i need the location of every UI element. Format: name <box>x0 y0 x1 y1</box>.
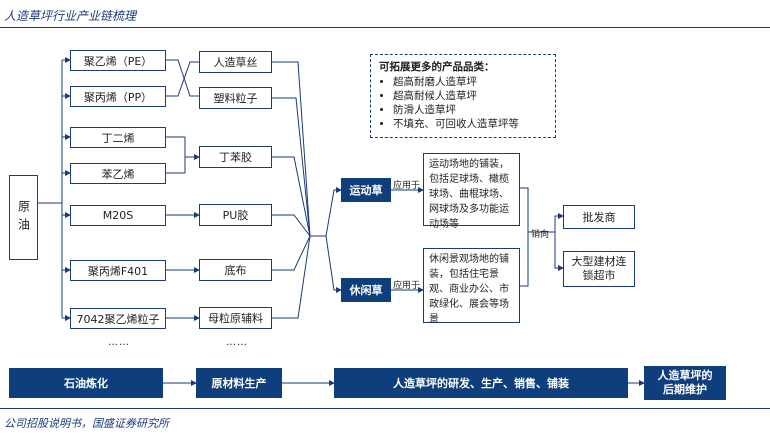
material-box-pe: 聚乙烯（PE） <box>70 50 166 71</box>
component-box-plastic-pellets: 塑料粒子 <box>199 87 272 109</box>
flow-step-maintenance: 人造草坪的后期维护 <box>644 366 726 400</box>
flow-step-refining: 石油炼化 <box>9 368 163 398</box>
expansion-note-item: 防滑人造草坪 <box>393 103 547 117</box>
application-box-leisure: 休闲景观场地的铺装，包括住宅景观、商业办公、市政绿化、展会等场景 <box>423 248 520 325</box>
component-box-grass-yarn: 人造草丝 <box>199 51 272 73</box>
channel-box-building-supermarket: 大型建材连锁超市 <box>563 251 635 287</box>
component-box-backing: 底布 <box>199 259 272 281</box>
product-box-sports-turf: 运动草 <box>341 178 391 202</box>
component-box-pu: PU胶 <box>199 204 272 226</box>
material-box-pp-f401: 聚丙烯F401 <box>70 260 166 281</box>
expansion-note-item: 不填充、可回收人造草坪等 <box>393 117 547 131</box>
material-box-m20s: M20S <box>70 205 166 226</box>
crude-oil-box: 原油 <box>9 175 38 260</box>
expansion-note-title: 可拓展更多的产品品类： <box>379 61 495 73</box>
material-box-butadiene: 丁二烯 <box>70 127 166 148</box>
component-box-sbr: 丁苯胶 <box>199 146 272 168</box>
col2-more: …… <box>226 337 248 348</box>
source-note: 公司招股说明书，国盛证券研究所 <box>4 417 169 430</box>
header-rule <box>0 27 770 28</box>
sales-label: 销向 <box>531 230 550 240</box>
channel-box-wholesaler: 批发商 <box>563 205 635 229</box>
application-box-sports: 运动场地的铺装，包括足球场、橄榄球场、曲棍球场、网球场及多功能运动场等 <box>423 153 520 230</box>
material-box-pp: 聚丙烯（PP） <box>70 86 166 107</box>
component-box-masterbatch: 母粒原辅料 <box>199 307 272 329</box>
flow-step-materials: 原材料生产 <box>196 368 282 398</box>
material-box-7042-pe: 7042聚乙烯粒子 <box>70 308 166 329</box>
footer-rule <box>0 408 770 409</box>
page-title: 人造草坪行业产业链梳理 <box>4 9 137 23</box>
apply-label-sports: 应用于 <box>393 181 421 191</box>
material-box-styrene: 苯乙烯 <box>70 163 166 184</box>
expansion-note-item: 超高耐候人造草坪 <box>393 89 547 103</box>
product-box-leisure-turf: 休闲草 <box>341 278 391 302</box>
col1-more: …… <box>108 337 130 348</box>
expansion-note: 可拓展更多的产品品类： 超高耐磨人造草坪 超高耐候人造草坪 防滑人造草坪 不填充… <box>370 54 556 138</box>
expansion-note-item: 超高耐磨人造草坪 <box>393 75 547 89</box>
flow-step-rnd-production-sales: 人造草坪的研发、生产、销售、铺装 <box>334 368 628 398</box>
apply-label-leisure: 应用于 <box>393 281 421 291</box>
